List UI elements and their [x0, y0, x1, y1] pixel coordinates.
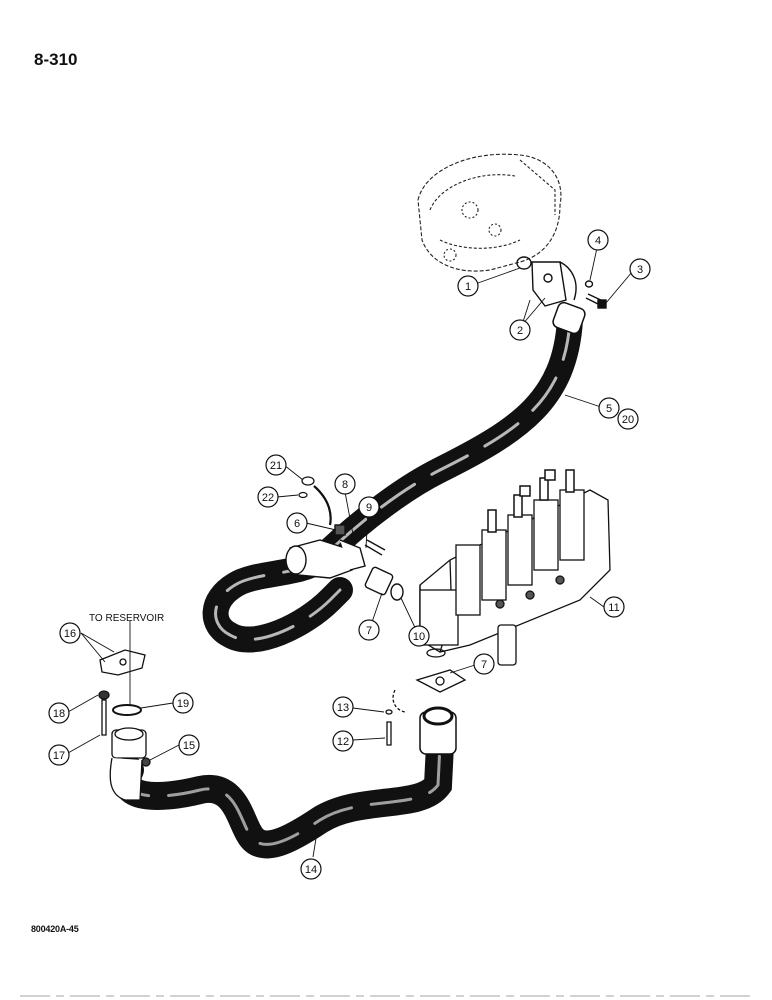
- svg-text:7: 7: [481, 659, 487, 671]
- page-number: 8-310: [34, 50, 78, 69]
- callout-2: 2: [509, 319, 531, 341]
- callout-14: 14: [300, 858, 322, 880]
- svg-text:15: 15: [183, 740, 195, 752]
- svg-text:17: 17: [53, 750, 65, 762]
- svg-text:4: 4: [595, 235, 601, 247]
- svg-text:14: 14: [305, 864, 317, 876]
- lower-hose: [113, 706, 457, 859]
- callout-4: 4: [587, 229, 609, 251]
- svg-text:21: 21: [270, 460, 282, 472]
- svg-text:18: 18: [53, 708, 65, 720]
- svg-text:13: 13: [337, 702, 349, 714]
- callout-11: 11: [603, 596, 625, 618]
- reservoir-fitting: [98, 649, 151, 801]
- callout-6: 6: [286, 512, 308, 534]
- callout-9: 9: [358, 496, 380, 518]
- reservoir-note: TO RESERVOIR: [89, 613, 164, 624]
- callout-17: 17: [48, 744, 70, 766]
- svg-text:6: 6: [294, 518, 300, 530]
- lower-flange-assembly: [392, 648, 467, 713]
- svg-text:3: 3: [637, 264, 643, 276]
- svg-text:5: 5: [606, 403, 612, 415]
- svg-text:11: 11: [608, 602, 619, 614]
- flange-bolt: [385, 709, 393, 746]
- callout-7-lower: 7: [473, 653, 495, 675]
- callout-13: 13: [332, 696, 354, 718]
- callout-1: 1: [457, 275, 479, 297]
- callout-8: 8: [334, 473, 356, 495]
- hose-fitting: [285, 524, 404, 601]
- callout-22: 22: [257, 486, 279, 508]
- svg-text:12: 12: [337, 736, 349, 748]
- cap-assembly: [298, 476, 332, 526]
- pump-flange-assembly: [516, 256, 577, 307]
- figure-code: 800420A-45: [31, 924, 79, 934]
- svg-text:9: 9: [366, 502, 372, 514]
- callout-12: 12: [332, 730, 354, 752]
- control-valve: [419, 469, 611, 666]
- leader-lines: [67, 247, 633, 858]
- callout-7-upper: 7: [358, 619, 380, 641]
- svg-text:10: 10: [413, 631, 425, 643]
- callout-19: 19: [172, 692, 194, 714]
- callout-15: 15: [178, 734, 200, 756]
- callout-16: 16: [59, 622, 81, 644]
- callout-18: 18: [48, 702, 70, 724]
- svg-text:2: 2: [517, 325, 523, 337]
- svg-text:8: 8: [342, 479, 348, 491]
- svg-text:1: 1: [465, 281, 471, 293]
- svg-text:22: 22: [262, 492, 274, 504]
- callout-20: 20: [617, 408, 639, 430]
- hydraulic-pump: [417, 153, 562, 272]
- svg-text:7: 7: [366, 625, 372, 637]
- svg-text:16: 16: [64, 628, 76, 640]
- callout-3: 3: [629, 258, 651, 280]
- callout-21: 21: [265, 454, 287, 476]
- svg-text:19: 19: [177, 698, 189, 710]
- callout-10: 10: [408, 625, 430, 647]
- svg-text:20: 20: [622, 414, 634, 426]
- bolt-and-washer: [584, 280, 607, 309]
- callout-5: 5: [598, 397, 620, 419]
